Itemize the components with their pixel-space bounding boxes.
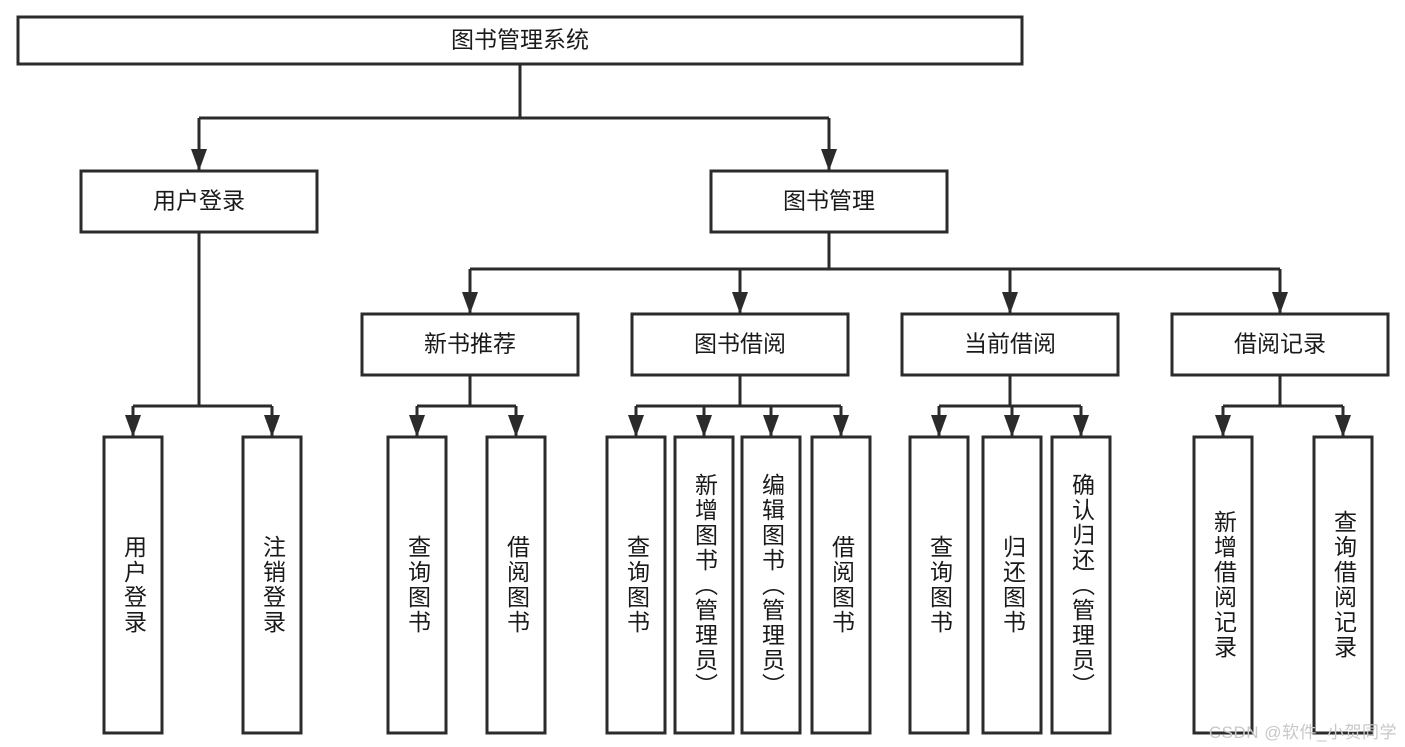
node-box-leaf-borrow-edit-book[interactable] <box>740 435 802 735</box>
node-box-leaf-rcd-add-record[interactable] <box>1192 435 1254 735</box>
node-leaf-borrow-borrow-book[interactable]: 借阅图书 <box>812 437 870 733</box>
node-box-new-book-rec[interactable] <box>360 312 580 377</box>
node-box-leaf-user-login[interactable] <box>102 435 164 735</box>
node-label-leaf-rec-borrow-book: 借阅图书 <box>503 535 530 635</box>
arrow-head-icon <box>628 415 644 437</box>
node-box-leaf-rec-borrow-book[interactable] <box>485 435 547 735</box>
arrow-head-icon <box>696 415 712 437</box>
arrow-head-icon <box>833 415 849 437</box>
node-label-book-manage: 图书管理 <box>783 188 875 214</box>
node-box-book-borrow[interactable] <box>630 312 850 377</box>
arrow-head-icon <box>462 292 478 314</box>
node-leaf-rec-query-book[interactable]: 查询图书 <box>388 437 446 733</box>
node-leaf-rcd-add-record[interactable]: 新增借阅记录 <box>1194 437 1252 733</box>
node-label-leaf-cur-confirm-return: 确认归还（管理员） <box>1068 472 1095 698</box>
node-box-layer <box>16 15 1390 735</box>
arrow-head-icon <box>732 292 748 314</box>
node-box-leaf-rec-query-book[interactable] <box>386 435 448 735</box>
node-box-user-login[interactable] <box>79 169 319 234</box>
node-leaf-borrow-add-book[interactable]: 新增图书（管理员） <box>675 437 733 733</box>
node-label-leaf-rec-query-book: 查询图书 <box>404 535 431 635</box>
node-leaf-borrow-query-book[interactable]: 查询图书 <box>607 437 665 733</box>
node-label-root: 图书管理系统 <box>451 27 589 53</box>
node-label-leaf-borrow-query-book: 查询图书 <box>623 535 650 635</box>
node-label-user-login: 用户登录 <box>153 188 245 214</box>
arrow-head-icon <box>125 415 141 437</box>
node-label-leaf-cur-return-book: 归还图书 <box>999 535 1026 635</box>
node-label-new-book-rec: 新书推荐 <box>424 331 516 357</box>
node-leaf-user-logout[interactable]: 注销登录 <box>243 437 301 733</box>
arrow-head-icon <box>1272 292 1288 314</box>
node-box-leaf-cur-confirm-return[interactable] <box>1050 435 1112 735</box>
node-label-leaf-user-login: 用户登录 <box>120 535 147 635</box>
node-box-leaf-borrow-add-book[interactable] <box>673 435 735 735</box>
node-label-book-borrow: 图书借阅 <box>694 331 786 357</box>
node-label-current-borrow: 当前借阅 <box>964 331 1056 357</box>
node-leaf-borrow-edit-book[interactable]: 编辑图书（管理员） <box>742 437 800 733</box>
node-box-root[interactable] <box>16 15 1024 66</box>
node-leaf-cur-return-book[interactable]: 归还图书 <box>983 437 1041 733</box>
arrow-head-icon <box>264 415 280 437</box>
node-leaf-cur-confirm-return[interactable]: 确认归还（管理员） <box>1052 437 1110 733</box>
node-box-leaf-borrow-query-book[interactable] <box>605 435 667 735</box>
arrow-head-icon <box>1335 415 1351 437</box>
arrow-head-icon <box>931 415 947 437</box>
node-label-leaf-borrow-borrow-book: 借阅图书 <box>828 535 855 635</box>
arrow-head-icon <box>1004 415 1020 437</box>
node-box-leaf-rcd-query-record[interactable] <box>1312 435 1374 735</box>
node-leaf-cur-query-book[interactable]: 查询图书 <box>910 437 968 733</box>
arrow-head-icon <box>821 149 837 171</box>
node-label-leaf-rcd-query-record: 查询借阅记录 <box>1330 510 1357 660</box>
node-leaf-rec-borrow-book[interactable]: 借阅图书 <box>487 437 545 733</box>
arrow-head-icon <box>191 149 207 171</box>
node-box-borrow-record[interactable] <box>1170 312 1390 377</box>
node-label-leaf-borrow-edit-book: 编辑图书（管理员） <box>758 472 785 698</box>
node-box-book-manage[interactable] <box>709 169 949 234</box>
node-box-leaf-cur-return-book[interactable] <box>981 435 1043 735</box>
arrow-head-icon <box>508 415 524 437</box>
node-box-leaf-borrow-borrow-book[interactable] <box>810 435 872 735</box>
watermark-text: CSDN @软件_小贺同学 <box>1208 723 1397 742</box>
arrow-head-icon <box>1073 415 1089 437</box>
node-leaf-user-login[interactable]: 用户登录 <box>104 437 162 733</box>
node-label-borrow-record: 借阅记录 <box>1234 331 1326 357</box>
node-label-leaf-rcd-add-record: 新增借阅记录 <box>1210 510 1237 660</box>
node-leaf-rcd-query-record[interactable]: 查询借阅记录 <box>1314 437 1372 733</box>
arrow-head-icon <box>1002 292 1018 314</box>
arrow-head-icon <box>763 415 779 437</box>
connector-layer <box>125 64 1351 437</box>
node-label-leaf-cur-query-book: 查询图书 <box>926 535 953 635</box>
arrow-head-icon <box>409 415 425 437</box>
node-label-leaf-user-logout: 注销登录 <box>259 535 286 635</box>
node-box-leaf-user-logout[interactable] <box>241 435 303 735</box>
arrow-head-icon <box>1215 415 1231 437</box>
node-box-leaf-cur-query-book[interactable] <box>908 435 970 735</box>
node-label-leaf-borrow-add-book: 新增图书（管理员） <box>691 472 718 698</box>
node-box-current-borrow[interactable] <box>900 312 1120 377</box>
